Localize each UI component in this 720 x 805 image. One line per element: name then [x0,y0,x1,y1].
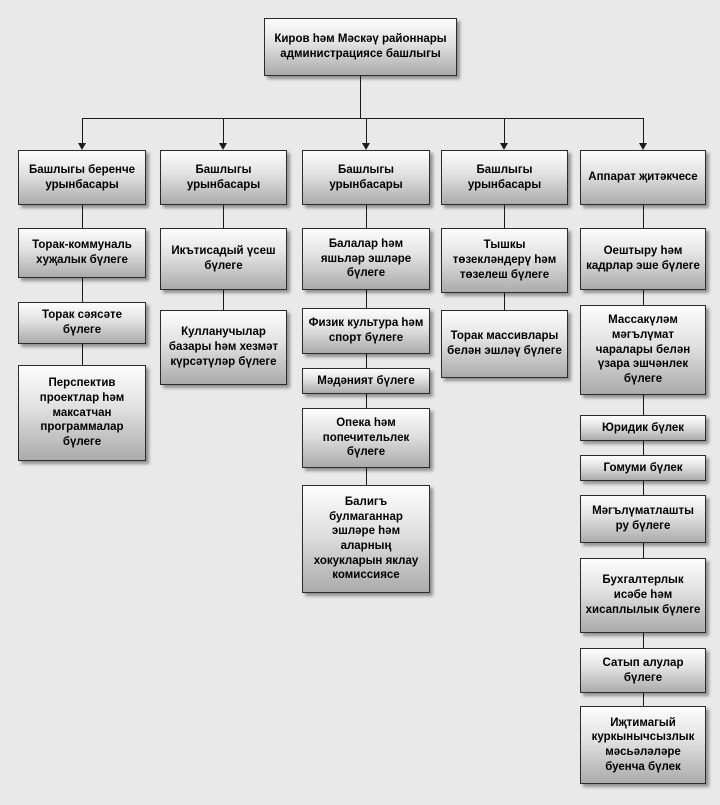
org-box-col5-header: Аппарат җитәкчесе [580,150,706,205]
org-box: Гомуми бүлек [580,455,706,481]
org-box: Торак массивлары белән эшләү бүлеге [441,310,568,378]
org-box: Опека һәм попечительлек бүлеге [302,408,430,468]
org-box: Массакүләм мәгълүмат чаралары белән үзар… [580,305,706,395]
connector-line [643,290,644,305]
connector-line [82,205,83,228]
org-box: Сатып алулар бүлеге [580,648,706,693]
org-box: Торак сәясәте бүлеге [18,302,146,344]
org-box: Тышкы төзекләндерү һәм төзелеш бүлеге [441,228,568,293]
org-box-root: Киров һәм Мәскәү районнары администрация… [264,18,457,76]
connector-line [504,118,505,144]
org-box: Торак-коммуналь хуҗалык бүлеге [18,228,146,278]
org-box-col2-header: Башлыгы урынбасары [160,150,287,205]
arrow-down-icon [639,143,647,150]
org-box: Икътисадый үсеш бүлеге [160,228,287,290]
connector-line [223,290,224,310]
connector-line [643,543,644,558]
org-box-col3-header: Башлыгы урынбасары [302,150,430,205]
org-box: Мәгълүматлашты ру бүлеге [580,495,706,543]
org-box: Юридик бүлек [580,415,706,441]
org-box: Кулланучылар базары һәм хезмәт күрсәтүлә… [160,310,287,385]
org-box: Иҗтимагый куркынычсызлык мәсьәләләре буе… [580,706,706,784]
connector-line [82,344,83,365]
connector-line [82,278,83,302]
org-box: Оештыру һәм кадрлар эше бүлеге [580,228,706,290]
arrow-down-icon [219,143,227,150]
connector-line [643,118,644,144]
connector-line [366,468,367,485]
connector-line [643,481,644,495]
arrow-down-icon [78,143,86,150]
org-box: Балалар һәм яшьләр эшләре бүлеге [302,228,430,290]
connector-line [223,205,224,228]
arrow-down-icon [500,143,508,150]
connector-line [223,118,224,144]
connector-line [504,293,505,310]
connector-line [366,394,367,408]
connector-line [366,118,367,144]
connector-line [643,693,644,706]
connector-line [643,395,644,415]
org-box: Перспектив проектлар һәм максатчан прогр… [18,365,146,461]
org-box: Балигъ булмаганнар эшләре һәм аларның хо… [302,485,430,593]
org-box: Бухгалтерлык исәбе һәм хисаплылык бүлеге [580,558,706,633]
connector-line [82,118,644,119]
connector-line [360,76,361,118]
connector-line [366,354,367,368]
org-box: Физик культура һәм спорт бүлеге [302,308,430,354]
connector-line [643,633,644,648]
connector-line [643,205,644,228]
connector-line [82,118,83,144]
arrow-down-icon [362,143,370,150]
org-box: Мәдәният бүлеге [302,368,430,394]
connector-line [504,205,505,228]
connector-line [643,441,644,455]
connector-line [366,290,367,308]
org-box-col1-header: Башлыгы беренче урынбасары [18,150,146,205]
org-box-col4-header: Башлыгы урынбасары [441,150,568,205]
connector-line [366,205,367,228]
